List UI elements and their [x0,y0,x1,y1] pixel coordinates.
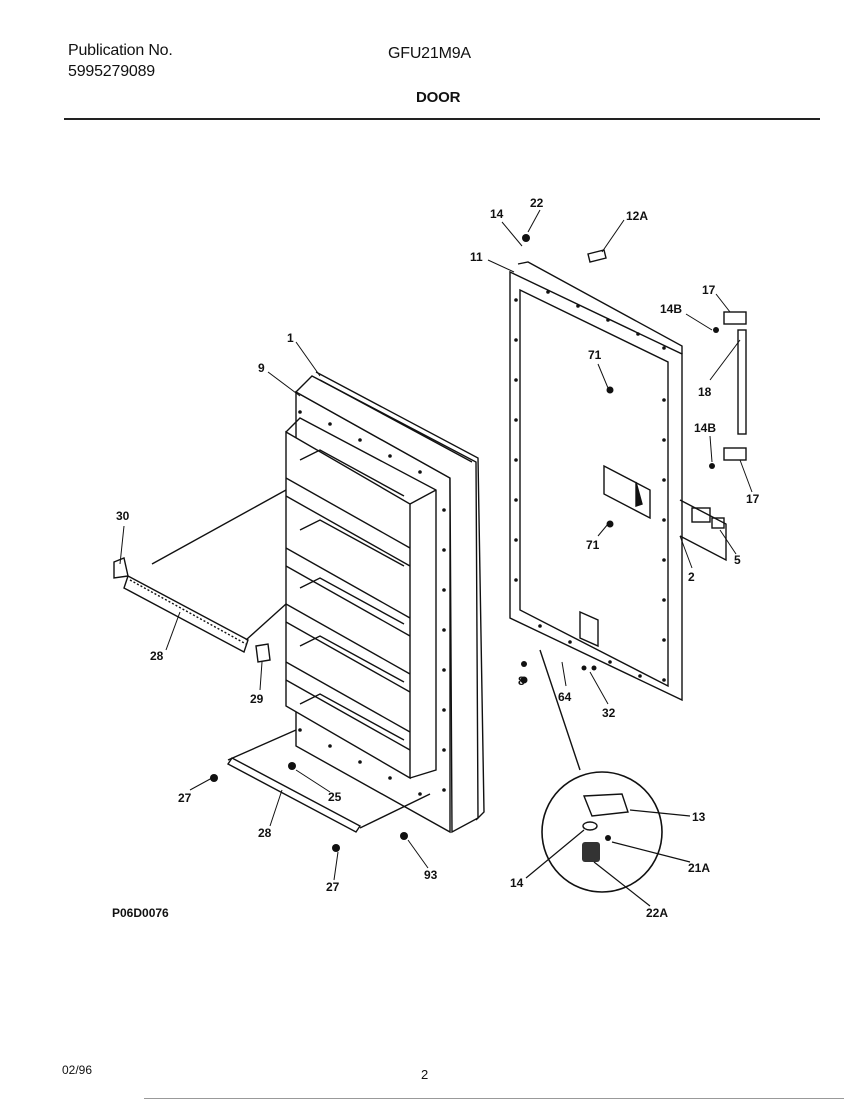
callout-13: 13 [692,810,706,824]
callout-8: 8 [518,674,525,688]
callout-30: 30 [116,509,130,523]
inner-door-panel [509,261,683,702]
callout-11: 11 [470,250,483,264]
callout-14-inset: 14 [510,876,524,890]
callout-14B: 14B [660,302,682,316]
callout-27-lower: 27 [326,880,340,894]
callout-labels: 1 9 30 28 29 27 25 28 27 93 14 22 12A 11… [116,196,760,920]
callout-2: 2 [688,570,695,584]
callout-9: 9 [258,361,265,375]
figure-code: P06D0076 [112,906,169,920]
callout-17: 17 [702,283,716,297]
callout-71: 71 [588,348,602,362]
callout-21A: 21A [688,861,710,875]
callout-12A: 12A [626,209,648,223]
revision-date: 02/96 [62,1063,93,1077]
callout-14: 14 [490,207,504,221]
callout-18: 18 [698,385,712,399]
model-number: GFU21M9A [388,45,471,62]
callout-25: 25 [328,790,342,804]
outer-door-screw-holes [298,410,446,796]
detail-inset [525,771,691,907]
callout-27: 27 [178,791,192,805]
callout-22: 22 [530,196,544,210]
callout-28: 28 [150,649,164,663]
header-rule [64,118,820,120]
publication-label: Publication No. [68,42,173,59]
callout-17-lower: 17 [746,492,760,506]
outer-door-panel [285,371,485,834]
callout-5: 5 [734,553,741,567]
screws-and-fasteners [210,234,719,852]
section-title: DOOR [416,89,461,106]
callout-14B-lower: 14B [694,421,716,435]
callout-32: 32 [602,706,616,720]
callout-29: 29 [250,692,264,706]
callout-22A: 22A [646,906,668,920]
callout-64: 64 [558,690,572,704]
footer-rule [144,1098,844,1099]
small-parts [113,249,747,833]
page-number: 2 [421,1067,429,1082]
callout-1: 1 [287,331,294,345]
inner-door-screw-holes [514,290,666,682]
callout-71-lower: 71 [586,538,600,552]
callout-leaders [119,209,753,881]
publication-number: 5995279089 [68,63,155,80]
callout-93: 93 [424,868,438,882]
callout-26: 28 [258,826,272,840]
